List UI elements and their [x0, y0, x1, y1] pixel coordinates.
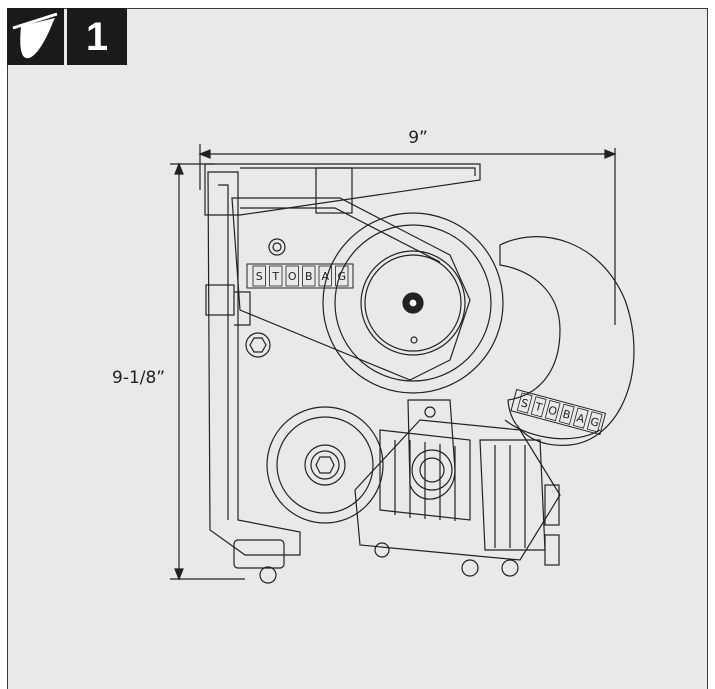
width-dimension-label: 9” — [408, 128, 428, 148]
brand-letter: B — [305, 270, 313, 283]
step-number: 1 — [67, 8, 127, 65]
brand-letter-box — [516, 392, 533, 414]
brand-letter-box — [252, 265, 266, 287]
brand-letter-box — [544, 400, 561, 422]
brand-letter: T — [533, 400, 544, 415]
brand-letter: A — [321, 270, 329, 283]
brand-letter: G — [337, 270, 346, 283]
brand-letter-box — [302, 265, 316, 287]
brand-letter-box — [285, 265, 299, 287]
brand-letter-box — [558, 403, 575, 425]
step-icon-badge — [7, 8, 64, 65]
height-dimension-label: 9-1/8” — [112, 368, 165, 388]
brand-letter: A — [575, 411, 586, 426]
awning-icon — [12, 12, 58, 59]
brand-letter-box — [318, 265, 332, 287]
brand-letter-box — [269, 265, 283, 287]
brand-letter: S — [520, 396, 530, 410]
brand-letter-box — [530, 396, 547, 418]
diagram-frame — [7, 8, 708, 689]
brand-letter-box — [572, 407, 589, 429]
brand-letter-box — [335, 265, 349, 287]
brand-letter: T — [271, 270, 279, 283]
brand-letter: B — [561, 408, 572, 423]
brand-letter: O — [547, 404, 559, 419]
brand-letter-box — [586, 411, 603, 433]
brand-letter: G — [589, 415, 601, 430]
brand-letter: S — [256, 270, 263, 283]
brand-letter: O — [288, 270, 297, 283]
